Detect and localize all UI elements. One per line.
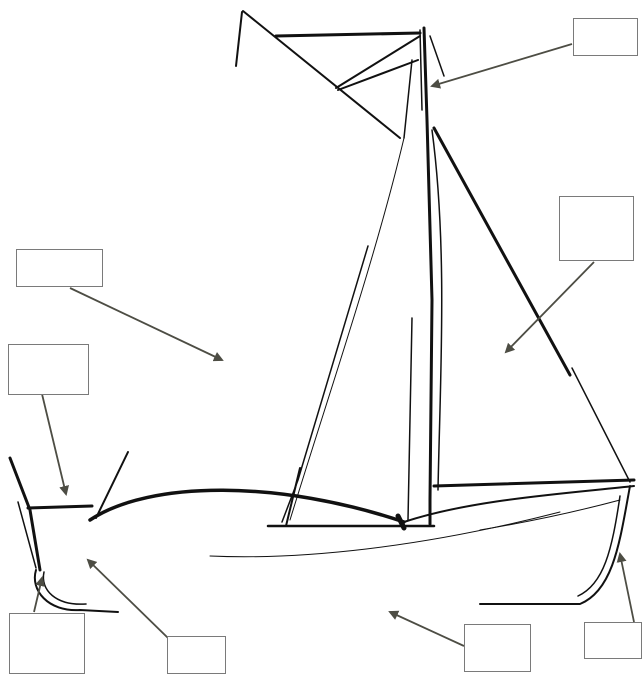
mainsail-curve xyxy=(432,130,442,490)
mast xyxy=(424,28,432,524)
mast-inner xyxy=(420,30,422,110)
topsail-rig-1 xyxy=(336,36,420,88)
mainsail-leech xyxy=(434,128,570,375)
boat-outline xyxy=(10,11,634,612)
waterline xyxy=(210,512,560,557)
deck-aft xyxy=(404,486,634,522)
label-box-stern[interactable] xyxy=(584,622,642,659)
hull-bow-inner xyxy=(43,572,86,604)
deck-sheer xyxy=(90,490,404,522)
arrow-bow-deck xyxy=(42,394,66,494)
boom xyxy=(434,480,634,486)
label-box-bow-bottom[interactable] xyxy=(9,613,85,674)
label-box-hull-front[interactable] xyxy=(167,636,226,674)
gaff-spar xyxy=(276,33,420,36)
jib-sail-curve xyxy=(290,138,404,520)
topsail-left-edge xyxy=(236,12,242,66)
topsail-diagonal xyxy=(243,11,400,138)
bow-stem xyxy=(10,458,40,570)
backstay xyxy=(572,368,630,482)
arrow-hull-front xyxy=(88,560,168,638)
label-box-bow-deck[interactable] xyxy=(8,344,89,395)
stern-inner xyxy=(578,496,620,596)
label-box-hull-water[interactable] xyxy=(464,624,531,672)
arrow-hull-water xyxy=(390,612,464,646)
arrow-stern xyxy=(620,554,634,622)
pointer-arrows xyxy=(34,44,634,646)
jib-stay xyxy=(408,318,412,520)
jib-sail-left xyxy=(282,246,368,522)
label-box-left-sail-area[interactable] xyxy=(16,249,103,287)
topsail-rig-3 xyxy=(430,36,444,76)
bowsprit xyxy=(28,506,92,508)
label-box-mainsail-right[interactable] xyxy=(559,196,634,261)
topsail-rig-2 xyxy=(338,60,418,90)
arrow-top-right-mast xyxy=(432,44,572,86)
topsail-rig-4 xyxy=(404,60,412,138)
label-box-top-right[interactable] xyxy=(573,18,638,56)
arrow-left-sail-area xyxy=(70,288,222,360)
